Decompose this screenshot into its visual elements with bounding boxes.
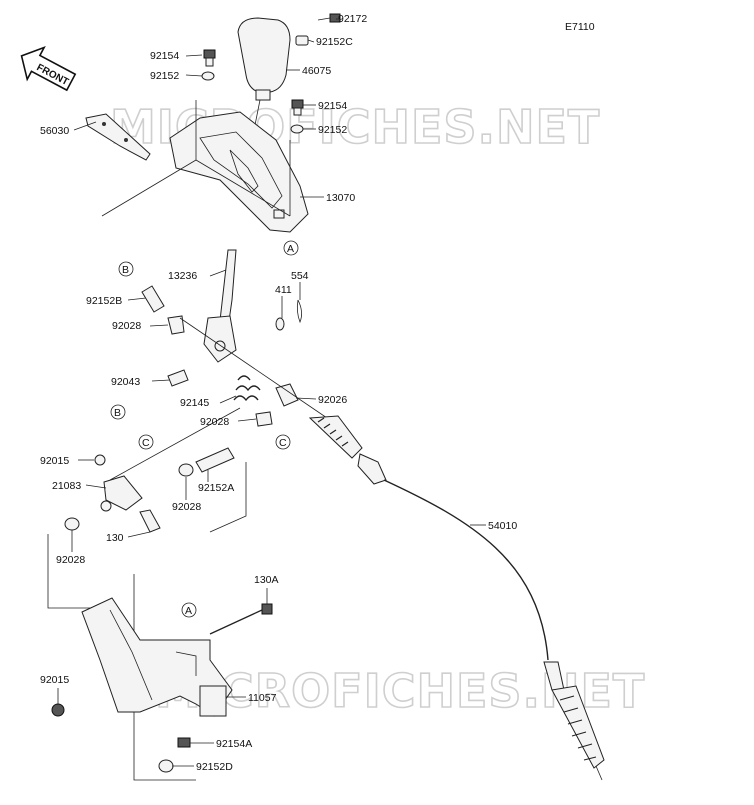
bushing-92028-b [255, 411, 273, 427]
label-11057: 11057 [248, 692, 277, 704]
label-554: 554 [291, 270, 309, 282]
label-56030: 56030 [40, 125, 69, 137]
label-92154-left: 92154 [150, 50, 179, 62]
label-92172: 92172 [338, 13, 367, 25]
label-92028-c: 92028 [172, 501, 201, 513]
label-13236: 13236 [168, 270, 197, 282]
label-92043: 92043 [111, 376, 140, 388]
label-92152D: 92152D [196, 761, 233, 773]
bolt-92154-right [291, 99, 304, 116]
shift-lever-13236 [203, 249, 237, 363]
label-92015-lower: 92015 [40, 674, 69, 686]
nut-92015-lower [51, 703, 65, 717]
bolt-130 [139, 509, 161, 533]
label-92145: 92145 [180, 397, 209, 409]
collar-92043 [167, 369, 189, 387]
label-92028-a: 92028 [112, 320, 141, 332]
collar-92152-right [290, 124, 304, 134]
label-92154-right: 92154 [318, 100, 347, 112]
label-92015-upper: 92015 [40, 455, 69, 467]
svg-text:B: B [114, 407, 121, 419]
spring-92145 [233, 375, 261, 402]
ref-circle-b-lower: B [110, 404, 126, 420]
svg-text:C: C [279, 437, 287, 449]
label-411: 411 [275, 284, 292, 296]
washer-411 [275, 317, 285, 331]
diagram-code: E7110 [565, 21, 595, 33]
svg-text:B: B [122, 264, 129, 276]
pedal-bracket-11057 [81, 597, 233, 717]
label-130A: 130A [254, 574, 279, 586]
bolt-130A [209, 603, 273, 635]
bolt-92154A [177, 737, 191, 748]
bushing-92028-a [167, 315, 185, 335]
collar-92152B [141, 285, 165, 313]
label-92152C: 92152C [316, 36, 353, 48]
label-92152B: 92152B [86, 295, 122, 307]
collar-92152C [295, 35, 309, 46]
bushing-92028-d [64, 517, 80, 531]
svg-text:C: C [142, 437, 150, 449]
label-92026: 92026 [318, 394, 347, 406]
bushing-92028-c [178, 463, 194, 477]
ref-circle-c-mid: C [275, 434, 291, 450]
collar-92152A [195, 447, 235, 473]
joint-92026 [275, 383, 299, 407]
cotter-pin-554 [296, 299, 302, 324]
label-92152-right: 92152 [318, 124, 347, 136]
shift-gate-13070 [169, 111, 309, 233]
label-92154A: 92154A [216, 738, 252, 750]
bolt-92172 [317, 13, 341, 23]
ref-circle-a-bottom: A [181, 602, 197, 618]
bracket-56030 [85, 113, 151, 161]
label-92028-b: 92028 [200, 416, 229, 428]
ref-circle-b-top: B [118, 261, 134, 277]
bolt-92154-left [203, 49, 216, 67]
ref-circle-c-left: C [138, 434, 154, 450]
label-92152-left: 92152 [150, 70, 179, 82]
label-13070: 13070 [326, 192, 355, 204]
svg-text:A: A [185, 605, 192, 617]
label-92152A: 92152A [198, 482, 234, 494]
label-46075: 46075 [302, 65, 331, 77]
label-54010: 54010 [488, 520, 517, 532]
bracket-21083 [94, 454, 143, 512]
shift-knob-46075 [237, 17, 291, 171]
ref-circle-a-top: A [283, 240, 299, 256]
leader-lines [57, 18, 486, 767]
front-arrow-icon: FRONT [20, 46, 77, 92]
label-21083: 21083 [52, 480, 81, 492]
cable-54010 [308, 415, 605, 781]
collar-92152-left [201, 71, 215, 81]
washer-92152D [158, 759, 174, 773]
label-92028-d: 92028 [56, 554, 85, 566]
svg-text:A: A [287, 243, 294, 255]
label-130: 130 [106, 532, 124, 544]
